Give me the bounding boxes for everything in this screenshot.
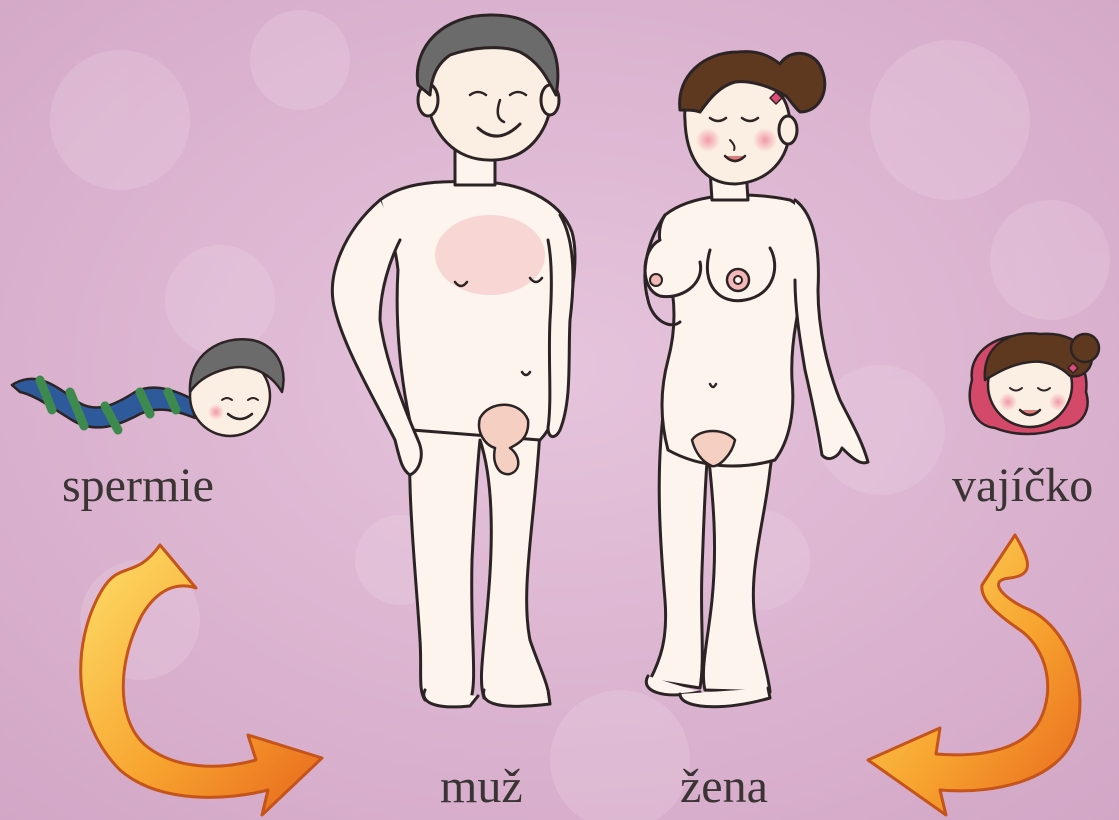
- label-egg: vajíčko: [952, 462, 1093, 510]
- egg-character-icon: [970, 333, 1099, 434]
- label-woman: žena: [680, 763, 768, 811]
- label-sperm: spermie: [62, 462, 214, 510]
- label-man: muž: [440, 763, 523, 811]
